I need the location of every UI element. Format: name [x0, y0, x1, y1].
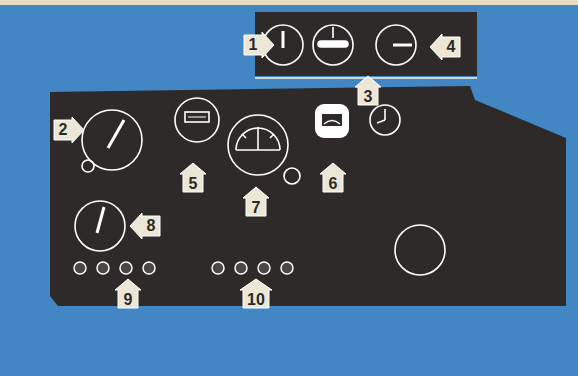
callout-number: 9	[124, 291, 133, 309]
callout-arrow	[54, 117, 84, 143]
callout-arrow	[243, 187, 269, 216]
callout-arrow	[180, 163, 206, 192]
callout-arrow	[244, 32, 274, 58]
callout-arrow	[240, 279, 272, 308]
callout-number: 2	[59, 121, 68, 139]
callout-number: 6	[329, 175, 338, 193]
callout-arrow	[115, 279, 141, 308]
callout-number: 8	[147, 217, 156, 235]
callout-number: 4	[447, 38, 456, 56]
callout-number: 7	[252, 199, 261, 217]
callout-number: 3	[364, 88, 373, 106]
callout-arrow	[320, 163, 346, 192]
callout-number: 10	[247, 291, 265, 309]
callout-arrow	[130, 213, 160, 239]
callout-number: 5	[189, 175, 198, 193]
callout-arrow	[430, 34, 460, 60]
callout-arrow	[355, 76, 381, 105]
callout-number: 1	[249, 36, 258, 54]
